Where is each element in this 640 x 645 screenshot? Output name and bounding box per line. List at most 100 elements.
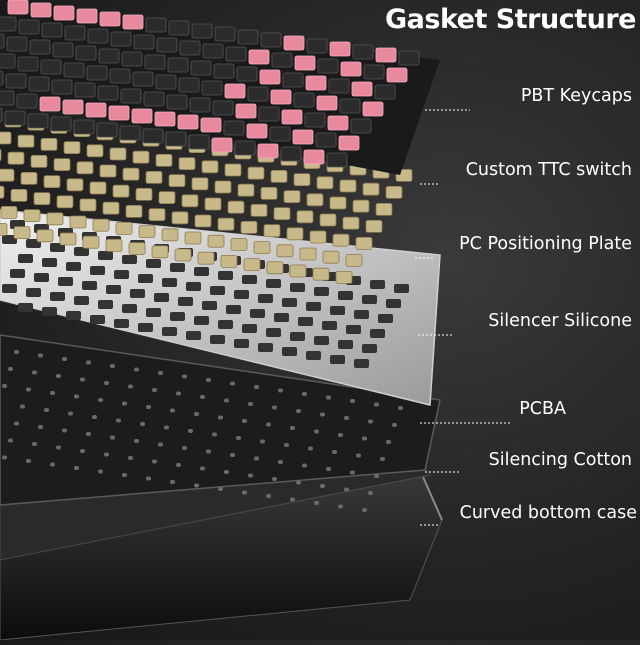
keycap (374, 84, 396, 100)
switch (339, 179, 357, 193)
pcb-pad (158, 371, 163, 375)
switch (207, 234, 225, 248)
switch (375, 202, 393, 216)
keycap (260, 32, 282, 48)
plate-hole (162, 278, 177, 287)
plate-hole (194, 267, 209, 276)
keycap (132, 71, 154, 87)
switch (36, 229, 54, 243)
pcb-pad (200, 395, 205, 399)
switch (13, 226, 31, 240)
pcb-pad (92, 415, 97, 419)
leader-lines (415, 109, 510, 526)
keycap (121, 51, 143, 67)
pcb-pad (266, 422, 271, 427)
keycap (316, 95, 338, 111)
pcb-pad (224, 398, 229, 403)
layer-label-switch: Custom TTC switch (465, 160, 632, 180)
plate-hole (290, 332, 305, 341)
plate-hole (138, 274, 153, 283)
switch (283, 190, 301, 204)
plate-hole (98, 251, 113, 260)
keycap (156, 37, 178, 53)
switch (0, 168, 15, 182)
pcb-pad (386, 440, 391, 444)
pcb-pad (146, 476, 151, 481)
plate-hole (338, 340, 353, 349)
keycap (234, 140, 256, 156)
pcb-pad (74, 394, 79, 399)
pcb-pad (368, 419, 373, 424)
switch (82, 235, 100, 249)
pcb-pad (242, 490, 247, 495)
keycap (398, 50, 420, 66)
keycap (339, 98, 361, 114)
keycap (328, 78, 350, 94)
switch (99, 164, 117, 178)
keycap (30, 2, 52, 18)
plate-hole (186, 331, 201, 340)
keycap (281, 109, 303, 125)
switch (253, 241, 271, 255)
switch (132, 150, 150, 164)
pcb-pad (338, 504, 343, 509)
plate-hole (306, 302, 321, 311)
switch (309, 230, 327, 244)
switch (59, 232, 77, 246)
keycap (259, 69, 281, 85)
pcb-pad (152, 459, 157, 464)
keycap (0, 70, 4, 86)
pcb-pad (14, 350, 19, 354)
pcb-pad (236, 436, 241, 440)
switch (138, 225, 156, 239)
layer-label-plate: PC Positioning Plate (459, 234, 632, 254)
pcb-pad (26, 459, 31, 463)
switch (0, 205, 18, 219)
pcb-pad (2, 455, 7, 460)
switch (260, 186, 278, 200)
plate-hole (18, 254, 33, 263)
keycap (4, 110, 26, 126)
pcb-pad (272, 405, 277, 410)
plate-hole (386, 299, 401, 308)
plate-hole (210, 335, 225, 344)
keycap (142, 128, 164, 144)
switch (43, 175, 61, 189)
keycap (53, 5, 75, 21)
switch (135, 187, 153, 201)
pcb-pad (20, 404, 25, 409)
keycap (224, 83, 246, 99)
pcb-pad (188, 429, 193, 433)
switch (227, 200, 245, 214)
keycap (350, 118, 372, 134)
keycap (317, 58, 339, 74)
plate-hole (82, 281, 97, 290)
pcb-pad (296, 409, 301, 413)
keycap (120, 88, 142, 104)
switch (289, 264, 307, 278)
keycap (64, 25, 86, 41)
plate-hole (122, 304, 137, 313)
keycap (211, 137, 233, 153)
pcb-pad (98, 398, 103, 402)
pcb-pad (302, 463, 307, 468)
switch (0, 148, 2, 162)
pcb-pad (26, 387, 31, 392)
keycap (63, 62, 85, 78)
pcb-pad (350, 470, 355, 475)
plate-hole (346, 325, 361, 334)
pcb-pad (176, 463, 181, 467)
plate-hole (266, 328, 281, 337)
keycap (108, 105, 130, 121)
keycap (269, 126, 291, 142)
keycap (386, 67, 408, 83)
layer-label-keycaps: PBT Keycaps (520, 86, 632, 106)
plate-hole (290, 283, 305, 292)
plate-hole (226, 305, 241, 314)
keycap (352, 44, 374, 60)
pcb-pad (164, 425, 169, 430)
switch (7, 151, 25, 165)
pcb-pad (32, 442, 37, 446)
plate-hole (330, 355, 345, 364)
